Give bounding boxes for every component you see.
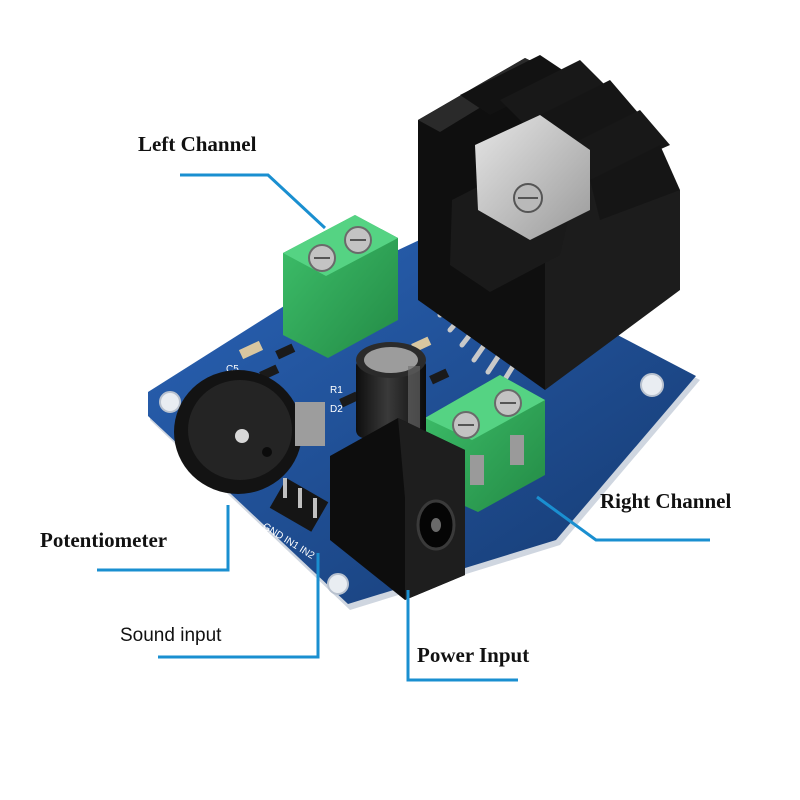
mount-hole — [640, 373, 664, 397]
label-sound-input: Sound input — [120, 625, 222, 646]
mount-hole — [159, 391, 181, 413]
smd-component — [429, 368, 450, 385]
label-right-channel: Right Channel — [600, 489, 732, 513]
heatsink — [418, 55, 680, 390]
dc-power-jack — [330, 418, 465, 600]
left-channel-terminal — [283, 215, 398, 358]
silk-r1: R1 — [330, 385, 343, 396]
potentiometer-knob-icon — [235, 429, 249, 443]
leader-left-channel — [180, 173, 327, 230]
smd-component — [238, 340, 264, 360]
leader-potentiometer — [97, 505, 230, 572]
label-left-channel: Left Channel — [138, 132, 257, 156]
pin-header — [269, 478, 329, 532]
potentiometer — [174, 370, 325, 494]
leader-power-input — [406, 590, 518, 682]
leader-lines — [97, 173, 710, 682]
leader-right-channel — [536, 495, 710, 542]
leader-sound-input — [158, 553, 320, 659]
mount-hole — [327, 573, 349, 595]
smd-component — [275, 343, 296, 360]
ic-metal-tab — [475, 115, 590, 240]
smd-component — [339, 391, 360, 408]
label-potentiometer: Potentiometer — [40, 528, 168, 552]
silk-d2: D2 — [330, 404, 343, 415]
electrolytic-capacitor — [356, 342, 426, 438]
silk-c5: C5 — [226, 364, 239, 375]
label-power-input: Power Input — [417, 643, 530, 667]
